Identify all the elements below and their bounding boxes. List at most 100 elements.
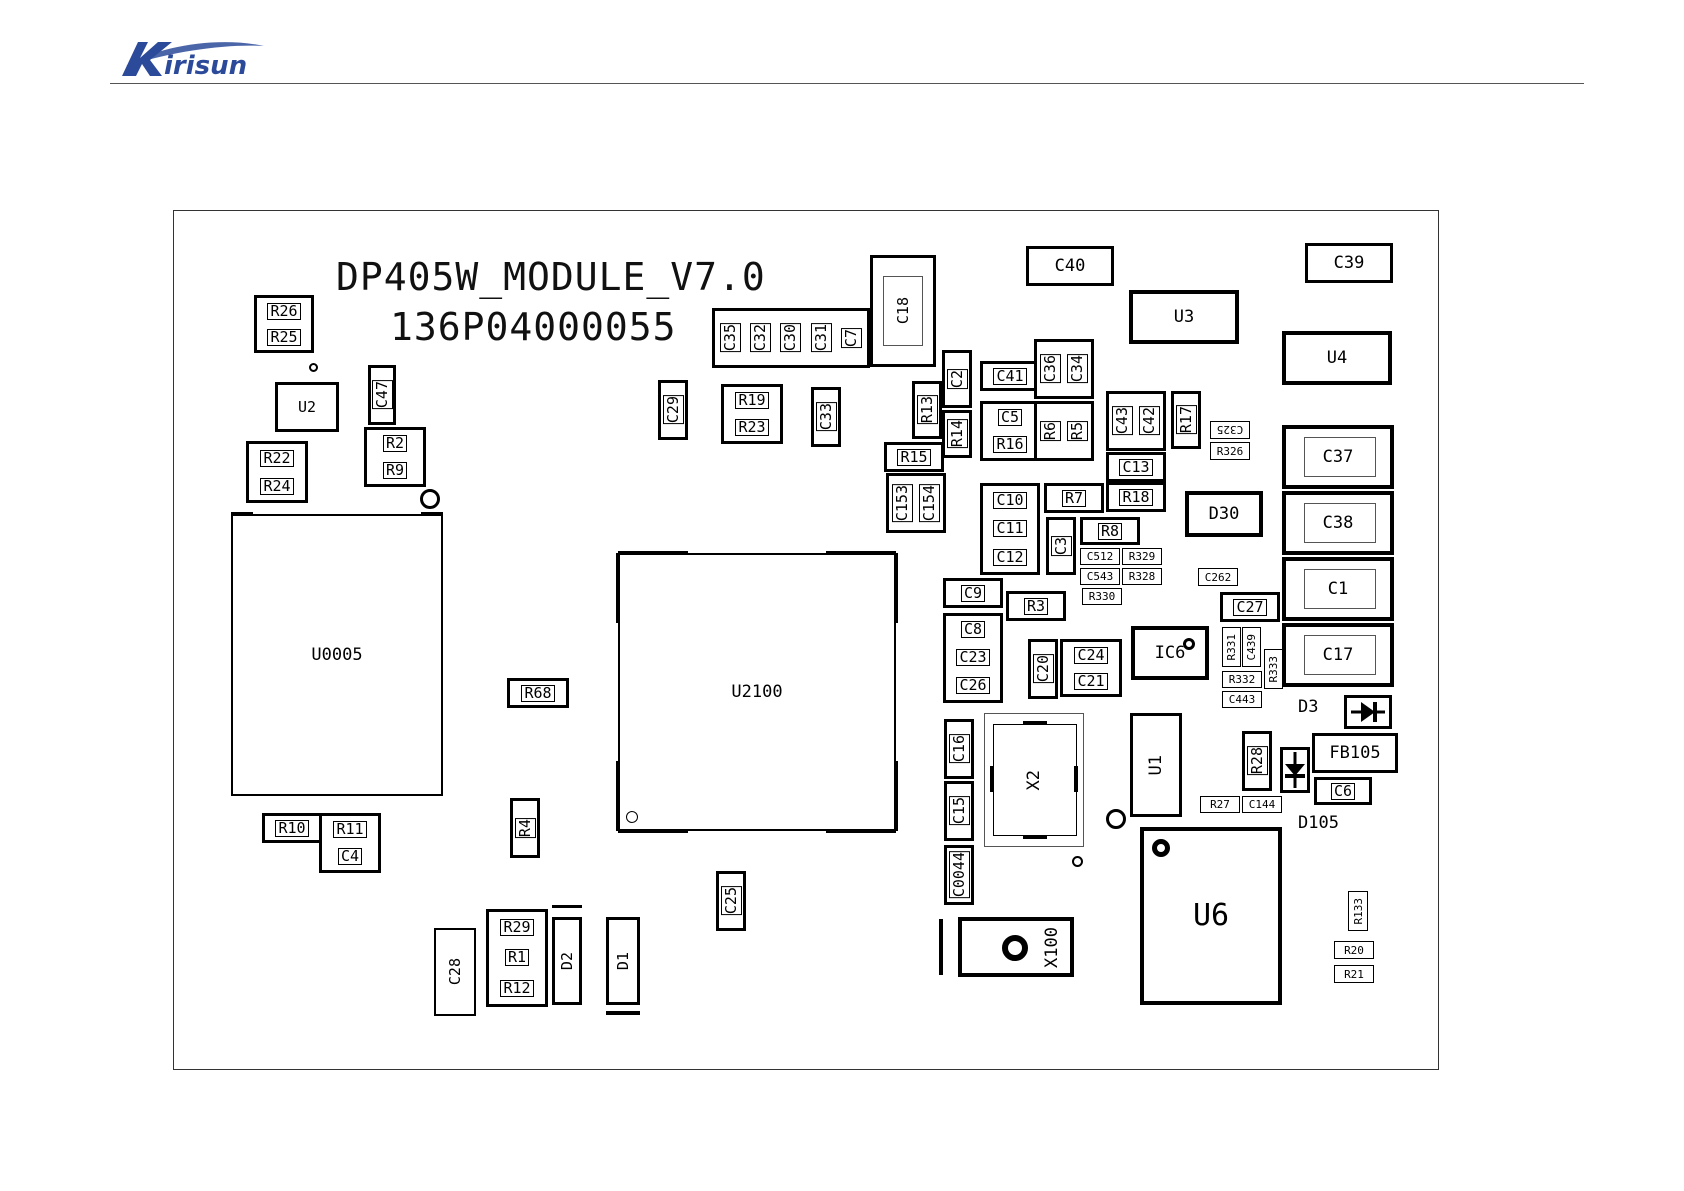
component-r332: R332 bbox=[1222, 671, 1262, 688]
label-r331: R331 bbox=[1225, 633, 1238, 661]
component-r333: R333 bbox=[1264, 649, 1283, 689]
component-c41: C41 bbox=[980, 361, 1040, 391]
label-d30: D30 bbox=[1208, 503, 1240, 524]
label-r7: R7 bbox=[1061, 489, 1087, 507]
label-r133: R133 bbox=[1351, 897, 1365, 925]
label-u4: U4 bbox=[1326, 347, 1348, 368]
label-c34: C34 bbox=[1067, 354, 1088, 384]
label-r333: R333 bbox=[1267, 655, 1280, 683]
label-d1: D1 bbox=[613, 951, 632, 971]
label-c13: C13 bbox=[1119, 458, 1153, 476]
label-c512: C512 bbox=[1086, 550, 1114, 563]
label-u1: U1 bbox=[1145, 754, 1166, 776]
component-c262: C262 bbox=[1198, 568, 1238, 586]
component-r28: R28 bbox=[1242, 731, 1272, 791]
label-x2: X2 bbox=[1023, 769, 1044, 791]
label-c36: C36 bbox=[1040, 354, 1061, 384]
component-r29-r1-r12: R29 R1 R12 bbox=[486, 909, 548, 1007]
component-c25: C25 bbox=[716, 871, 746, 931]
component-c36-c34: C36 C34 bbox=[1034, 339, 1094, 399]
label-c39: C39 bbox=[1333, 252, 1365, 273]
label-r326: R326 bbox=[1216, 444, 1244, 458]
component-c38: C38 bbox=[1282, 491, 1394, 555]
pin1-marker bbox=[1152, 839, 1170, 857]
component-c37: C37 bbox=[1282, 425, 1394, 489]
component-u0005: U0005 bbox=[231, 512, 443, 796]
label-c153: C153 bbox=[892, 483, 913, 523]
component-d105 bbox=[1280, 747, 1310, 793]
label-c32: C32 bbox=[750, 323, 772, 353]
component-capacitor-bank: C35 C32 C30 C31 C7 bbox=[712, 308, 870, 368]
component-c5-r16: C5 R16 bbox=[980, 401, 1040, 461]
component-u6: U6 bbox=[1140, 827, 1282, 1005]
label-c1: C1 bbox=[1327, 578, 1349, 599]
component-c2: C2 bbox=[942, 350, 972, 408]
component-c39: C39 bbox=[1305, 243, 1393, 283]
kirisun-logo: irisun bbox=[118, 36, 268, 81]
label-r3: R3 bbox=[1023, 597, 1049, 615]
label-c7: C7 bbox=[841, 327, 863, 349]
label-d3: D3 bbox=[1298, 697, 1319, 717]
component-c10-c11-c12: C10 C11 C12 bbox=[980, 483, 1040, 575]
component-c15: C15 bbox=[944, 781, 974, 841]
component-c20: C20 bbox=[1028, 639, 1058, 699]
component-c512: C512 bbox=[1080, 548, 1120, 565]
label-r25: R25 bbox=[267, 328, 301, 346]
component-r68: R68 bbox=[507, 678, 569, 708]
component-r15: R15 bbox=[884, 442, 944, 472]
component-u3: U3 bbox=[1129, 290, 1239, 344]
label-c17: C17 bbox=[1322, 644, 1354, 665]
component-c6: C6 bbox=[1314, 777, 1372, 805]
label-r17: R17 bbox=[1175, 405, 1197, 435]
component-u2100: U2100 bbox=[616, 551, 898, 833]
component-r331: R331 bbox=[1222, 627, 1241, 667]
label-u6: U6 bbox=[1192, 898, 1230, 933]
label-c28: C28 bbox=[445, 958, 464, 986]
label-c27: C27 bbox=[1233, 598, 1267, 616]
label-c20: C20 bbox=[1032, 654, 1054, 684]
label-r23: R23 bbox=[735, 419, 769, 436]
label-c0044: C0044 bbox=[948, 851, 970, 899]
component-r2-r9: R2 R9 bbox=[364, 427, 426, 487]
component-c144: C144 bbox=[1242, 796, 1282, 813]
label-c9: C9 bbox=[960, 584, 986, 602]
component-c28: C28 bbox=[434, 928, 476, 1016]
label-r5: R5 bbox=[1067, 420, 1088, 442]
component-r20: R20 bbox=[1334, 941, 1374, 959]
component-c153-c154: C153 C154 bbox=[886, 473, 946, 533]
component-c9: C9 bbox=[943, 578, 1003, 608]
label-r28: R28 bbox=[1246, 746, 1268, 776]
component-r330: R330 bbox=[1082, 588, 1122, 605]
label-u3: U3 bbox=[1173, 306, 1195, 327]
component-d2: D2 bbox=[552, 917, 582, 1005]
label-r68: R68 bbox=[521, 684, 555, 702]
component-c8-c23-c26: C8 C23 C26 bbox=[943, 613, 1003, 703]
label-r21: R21 bbox=[1344, 967, 1364, 981]
label-c47: C47 bbox=[371, 380, 393, 410]
label-c43: C43 bbox=[1112, 406, 1133, 436]
pin1-marker bbox=[1072, 856, 1083, 867]
label-r19: R19 bbox=[735, 392, 769, 409]
component-c325: C325 bbox=[1210, 421, 1250, 439]
component-c33: C33 bbox=[811, 387, 841, 447]
label-r4: R4 bbox=[514, 817, 536, 839]
component-r329: R329 bbox=[1122, 548, 1162, 565]
fiducial-marker bbox=[420, 489, 440, 509]
component-c47: C47 bbox=[368, 365, 396, 425]
label-r24: R24 bbox=[260, 477, 294, 495]
label-c35: C35 bbox=[719, 323, 741, 353]
board-title: DP405W_MODULE_V7.0 bbox=[336, 255, 766, 299]
component-c43-c42: C43 C42 bbox=[1106, 391, 1166, 451]
label-r27: R27 bbox=[1210, 798, 1230, 811]
label-r15: R15 bbox=[897, 448, 931, 466]
component-c40: C40 bbox=[1026, 246, 1114, 286]
crystal-marker bbox=[1002, 935, 1028, 961]
label-c144: C144 bbox=[1248, 798, 1276, 811]
component-r17: R17 bbox=[1171, 391, 1201, 449]
label-c439: C439 bbox=[1245, 633, 1258, 661]
label-ic6: IC6 bbox=[1154, 642, 1186, 663]
component-r27: R27 bbox=[1200, 796, 1240, 813]
label-r1: R1 bbox=[504, 949, 530, 967]
label-c33: C33 bbox=[815, 402, 837, 432]
label-r13: R13 bbox=[916, 395, 938, 425]
